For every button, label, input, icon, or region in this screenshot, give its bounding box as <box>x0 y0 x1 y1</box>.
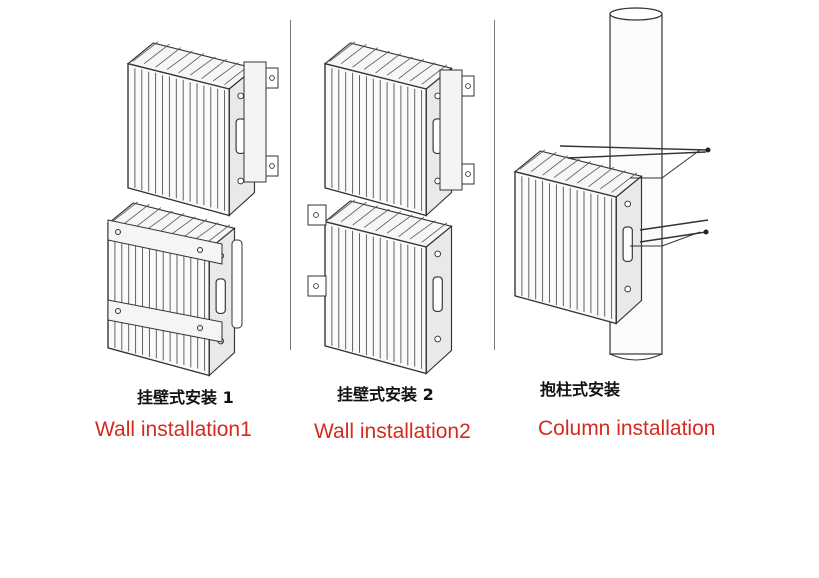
wall-2-cn-title: 挂壁式安装 2 <box>337 385 434 404</box>
column-cn-title: 抱柱式安装 <box>540 380 621 399</box>
wall-1-en-title: Wall installation1 <box>95 418 252 441</box>
wall-2-en-title: Wall installation2 <box>314 420 471 443</box>
wall-2-drawing <box>307 41 475 375</box>
column-en-title: Column installation <box>538 417 716 440</box>
divider-right <box>494 20 495 350</box>
column-drawing <box>514 7 711 361</box>
wall-1-drawing <box>107 41 279 377</box>
wall-1-cn-title: 挂壁式安装 1 <box>137 388 234 407</box>
divider-left <box>290 20 291 350</box>
